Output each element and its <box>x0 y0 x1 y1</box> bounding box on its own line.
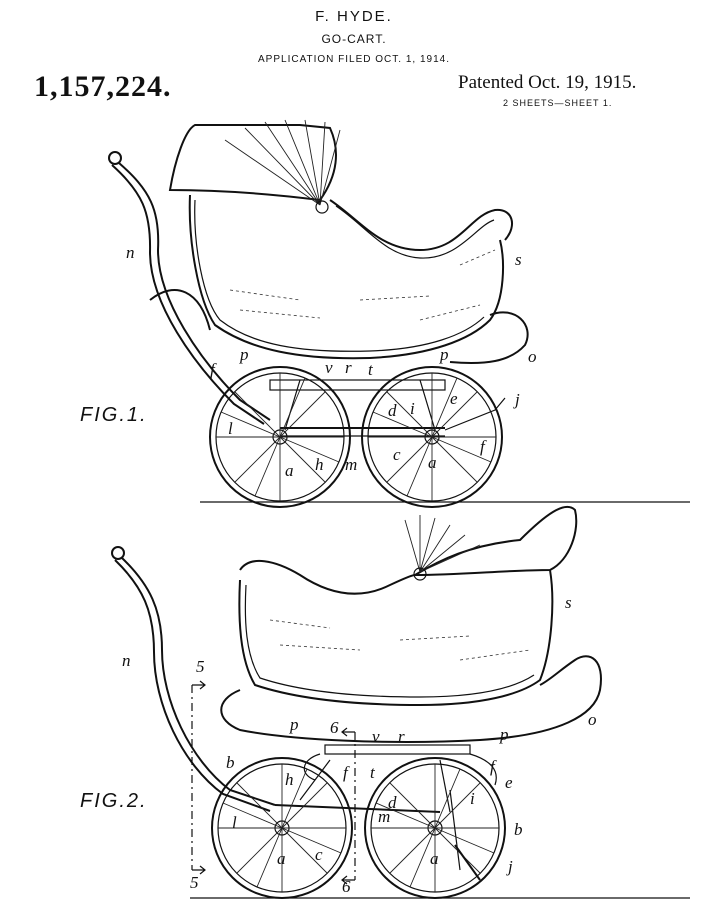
fig2-label-t: t <box>370 763 376 782</box>
fig1-rear-wheel <box>209 366 351 508</box>
fig1-front-wheel <box>361 366 503 508</box>
fig2-handle <box>111 546 276 812</box>
sheet-count: 2 SHEETS—SHEET 1. <box>503 98 613 108</box>
fig1-body <box>188 194 514 360</box>
fig2-label-r: r <box>398 727 405 746</box>
fig1-hood <box>168 119 341 214</box>
fig1-label-f: f <box>210 360 217 379</box>
fig2-label-f-right: f <box>490 757 497 776</box>
fig2-label-b-rear: b <box>226 753 235 772</box>
fig2-label-6-bottom: 6 <box>342 877 351 896</box>
fig2-front-wheel <box>364 757 506 899</box>
fig2-brake-lever <box>454 844 481 881</box>
fig2-label-5-top: 5 <box>196 657 205 676</box>
fig1-label-e: e <box>450 389 458 408</box>
figure-2-drawing: n s o 5 5 6 6 p v r p b h f t f e d i l … <box>111 505 690 899</box>
fig2-label-m: m <box>378 807 390 826</box>
fig2-label-a-rear: a <box>277 849 286 868</box>
fig1-label-o: o <box>528 347 537 366</box>
inventor-name: F. HYDE. <box>315 8 393 25</box>
fig1-label-r: r <box>345 358 352 377</box>
fig2-body <box>238 559 554 707</box>
fig2-label-6-top: 6 <box>330 718 339 737</box>
fig2-rear-wheel <box>211 757 353 899</box>
fig1-label-a-rear: a <box>285 461 294 480</box>
fig2-hood <box>404 505 578 581</box>
fig1-spring-rail-right <box>449 311 529 365</box>
fig1-handle <box>108 151 271 425</box>
fig2-label-e: e <box>505 773 513 792</box>
fig1-label-s: s <box>515 250 522 269</box>
fig2-label-n: n <box>122 651 131 670</box>
fig2-label-p-left: p <box>289 715 299 734</box>
fig1-label-l: l <box>228 419 233 438</box>
fig2-label-v: v <box>372 727 380 746</box>
fig2-label-p-right: p <box>499 725 509 744</box>
invention-title: GO-CART. <box>321 32 387 46</box>
figure-2-caption: FIG.2. <box>80 790 148 812</box>
patent-date: Patented Oct. 19, 1915. <box>458 72 637 93</box>
fig2-label-o: o <box>588 710 597 729</box>
patent-number: 1,157,224. <box>34 70 172 103</box>
fig1-label-n: n <box>126 243 135 262</box>
figure-1-drawing: n s o f p v r t p j d i e l f c a h m a <box>108 119 690 508</box>
fig1-label-j: j <box>513 390 520 409</box>
fig2-label-a-front: a <box>430 849 439 868</box>
fig2-label-5-bottom: 5 <box>190 873 199 892</box>
fig1-label-f-front: f <box>480 437 487 456</box>
fig2-label-i: i <box>470 789 475 808</box>
fig1-label-t: t <box>368 360 374 379</box>
fig2-section-lines <box>191 680 356 885</box>
figure-1-caption: FIG.1. <box>80 404 148 426</box>
fig1-label-a-front: a <box>428 453 437 472</box>
fig2-spring-rail <box>220 655 602 743</box>
fig1-label-v: v <box>325 358 333 377</box>
fig1-label-h: h <box>315 455 324 474</box>
fig2-label-l: l <box>232 813 237 832</box>
fig1-label-m: m <box>345 455 357 474</box>
fig1-label-p-left: p <box>239 345 249 364</box>
fig2-label-h: h <box>285 770 294 789</box>
application-filed-date: APPLICATION FILED OCT. 1, 1914. <box>258 54 450 65</box>
fig2-label-b-front: b <box>514 820 523 839</box>
fig2-label-f-left: f <box>343 763 350 782</box>
fig2-label-d: d <box>388 793 397 812</box>
fig2-label-s: s <box>565 593 572 612</box>
fig1-label-i: i <box>410 399 415 418</box>
fig2-chassis <box>274 744 497 871</box>
fig1-spring-rail-left <box>149 289 211 331</box>
fig2-label-c: c <box>315 845 323 864</box>
fig1-label-c: c <box>393 445 401 464</box>
fig1-label-d: d <box>388 401 397 420</box>
fig2-label-j: j <box>506 857 513 876</box>
fig1-label-p-right: p <box>439 345 449 364</box>
